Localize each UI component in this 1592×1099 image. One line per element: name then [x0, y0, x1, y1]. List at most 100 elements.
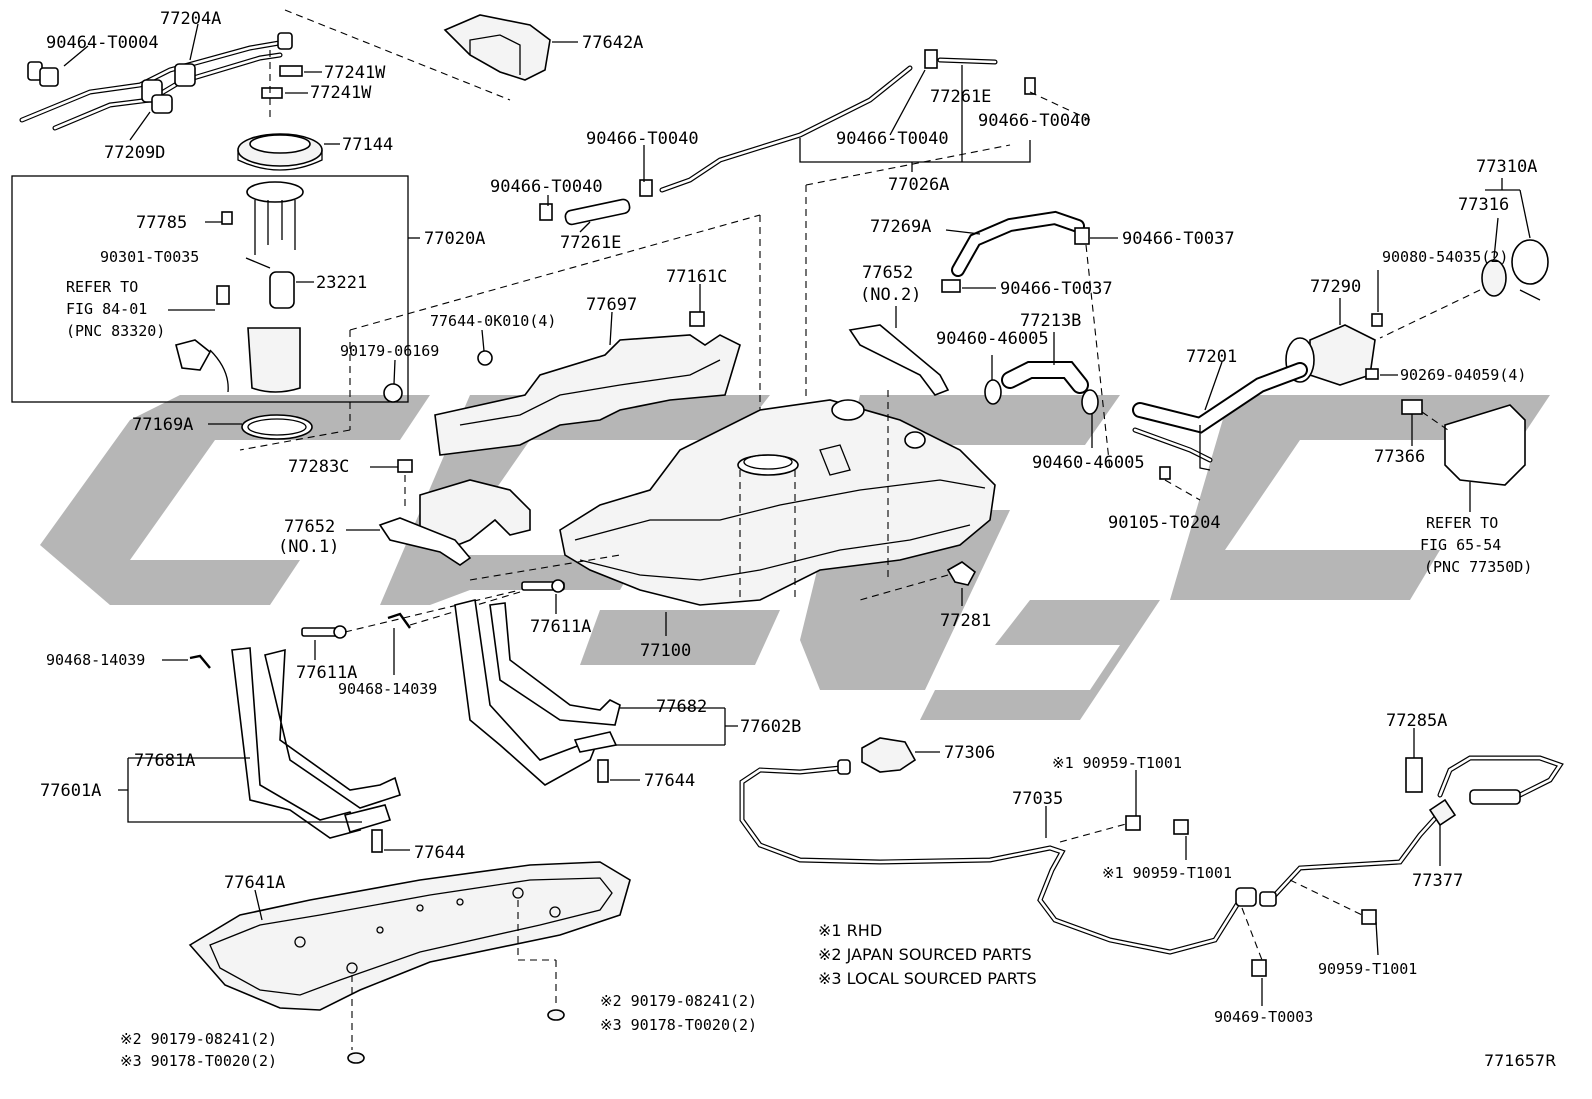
label-77644-b: 77644 [414, 843, 465, 863]
protector-77641A [188, 861, 631, 1011]
label-90468-14039-b: 90468-14039 [338, 680, 437, 698]
label-90178-T0020-a: ※3 90178-T0020(2) [600, 1016, 757, 1034]
label-77316: 77316 [1458, 195, 1509, 215]
lock-ring-77144 [237, 133, 323, 171]
hose-77269A [941, 210, 1090, 293]
label-90080-54035: 90080-54035(2) [1382, 248, 1508, 266]
label-77161C: 77161C [666, 267, 727, 287]
label-90460-46005-a: 90460-46005 [936, 329, 1049, 349]
tank-band-77602B [454, 599, 621, 786]
label-90466-T0037-b: 90466-T0037 [1000, 279, 1113, 299]
tank-band-77601A [231, 647, 401, 853]
label-77201: 77201 [1186, 347, 1237, 367]
label-77652-no1: 77652 [284, 517, 335, 537]
nut-left [347, 1052, 365, 1064]
refer-fig65-line1: REFER TO [1426, 514, 1498, 532]
label-90466-T0040-b: 90466-T0040 [490, 177, 603, 197]
label-90466-T0040-d: 90466-T0040 [978, 111, 1091, 131]
label-77697: 77697 [586, 295, 637, 315]
label-77652-no1-sub: (NO.1) [278, 537, 339, 557]
label-77269A: 77269A [870, 217, 931, 237]
label-77261E-a: 77261E [560, 233, 621, 253]
label-77641A: 77641A [224, 873, 285, 893]
note-japan-sourced: ※2 JAPAN SOURCED PARTS [818, 945, 1032, 964]
label-90179-08241-a: ※2 90179-08241(2) [600, 992, 757, 1010]
label-90179-08241-b: ※2 90179-08241(2) [120, 1030, 277, 1048]
label-77100: 77100 [640, 641, 691, 661]
label-77290: 77290 [1310, 277, 1361, 297]
refer-fig84-line1: REFER TO [66, 278, 138, 296]
label-90179-06169: 90179-06169 [340, 342, 439, 360]
label-77204A: 77204A [160, 9, 221, 29]
strap-77652-no1 [378, 479, 531, 566]
refer-fig84-line2: FIG 84-01 [66, 300, 147, 318]
clamp-90469 [1251, 959, 1267, 977]
label-77652-no2: 77652 [862, 263, 913, 283]
label-77169A: 77169A [132, 415, 193, 435]
hose-77213B [984, 361, 1099, 415]
nut-right [547, 1009, 565, 1021]
vacuum-switching-valve-77306 [861, 737, 917, 773]
clamp-90959-a [1125, 815, 1141, 831]
label-90464-T0004: 90464-T0004 [46, 33, 159, 53]
label-77682: 77682 [656, 697, 707, 717]
label-90269-04059: 90269-04059(4) [1400, 366, 1526, 384]
label-77283C: 77283C [288, 457, 349, 477]
label-77681A: 77681A [134, 751, 195, 771]
label-77310A: 77310A [1476, 157, 1537, 177]
diagram-id: 771657R [1484, 1051, 1556, 1070]
label-90460-46005-b: 90460-46005 [1032, 453, 1145, 473]
label-90468-14039-a: 90468-14039 [46, 651, 145, 669]
label-77785: 77785 [136, 213, 187, 233]
evap-tube-77035 [739, 755, 1564, 955]
label-77642A: 77642A [582, 33, 643, 53]
label-77602B: 77602B [740, 717, 801, 737]
label-77601A: 77601A [40, 781, 101, 801]
bolt-77611A-right [521, 579, 565, 593]
vent-tube-77026A [539, 49, 1036, 226]
label-90105-T0204: 90105-T0204 [1108, 513, 1221, 533]
fuel-pump-module [175, 181, 304, 393]
label-77285A: 77285A [1386, 711, 1447, 731]
strap-77652-no2 [848, 324, 950, 396]
note-rhd: ※1 RHD [818, 921, 882, 940]
label-77035: 77035 [1012, 789, 1063, 809]
label-77377: 77377 [1412, 871, 1463, 891]
label-77209D: 77209D [104, 143, 165, 163]
note-local-sourced: ※3 LOCAL SOURCED PARTS [818, 969, 1037, 988]
label-77611A-a: 77611A [530, 617, 591, 637]
label-77144: 77144 [342, 135, 393, 155]
heat-shield-77697 [383, 311, 741, 456]
label-77644-a: 77644 [644, 771, 695, 791]
label-90469-T0003: 90469-T0003 [1214, 1008, 1313, 1026]
label-77644-0K010: 77644-0K010(4) [430, 312, 556, 330]
clamp-90959-b [1173, 819, 1189, 835]
refer-fig65-line2: FIG 65-54 [1420, 536, 1501, 554]
label-90959-T1001-c: 90959-T1001 [1318, 960, 1417, 978]
label-23221: 23221 [316, 273, 367, 293]
label-77366: 77366 [1374, 447, 1425, 467]
label-77241W-lower: 77241W [310, 83, 372, 103]
label-77306: 77306 [944, 743, 995, 763]
label-90959-T1001-a: ※1 90959-T1001 [1052, 754, 1182, 772]
fuel-tank-77100 [559, 399, 996, 606]
label-77281: 77281 [940, 611, 991, 631]
filter-77377 [1428, 798, 1457, 827]
fuel-lid [1401, 399, 1526, 486]
bolt-77611A-left [301, 625, 347, 639]
refer-fig65-line3: (PNC 77350D) [1424, 558, 1532, 576]
clip-77241W-lower [261, 87, 283, 99]
clip-77241W-upper [279, 65, 303, 77]
label-77026A: 77026A [888, 175, 949, 195]
refer-fig84-line3: (PNC 83320) [66, 322, 165, 340]
label-90959-T1001-b: ※1 90959-T1001 [1102, 864, 1232, 882]
label-77213B: 77213B [1020, 311, 1081, 331]
label-90466-T0040-a: 90466-T0040 [586, 129, 699, 149]
filler-cap-77310A [1481, 239, 1549, 301]
fuel-pipe-assembly [19, 32, 293, 131]
label-77261E-b: 77261E [930, 87, 991, 107]
screw-90080 [1371, 313, 1383, 327]
cover-77642A [443, 14, 551, 81]
fuel-pump-assembly-box [11, 175, 409, 403]
